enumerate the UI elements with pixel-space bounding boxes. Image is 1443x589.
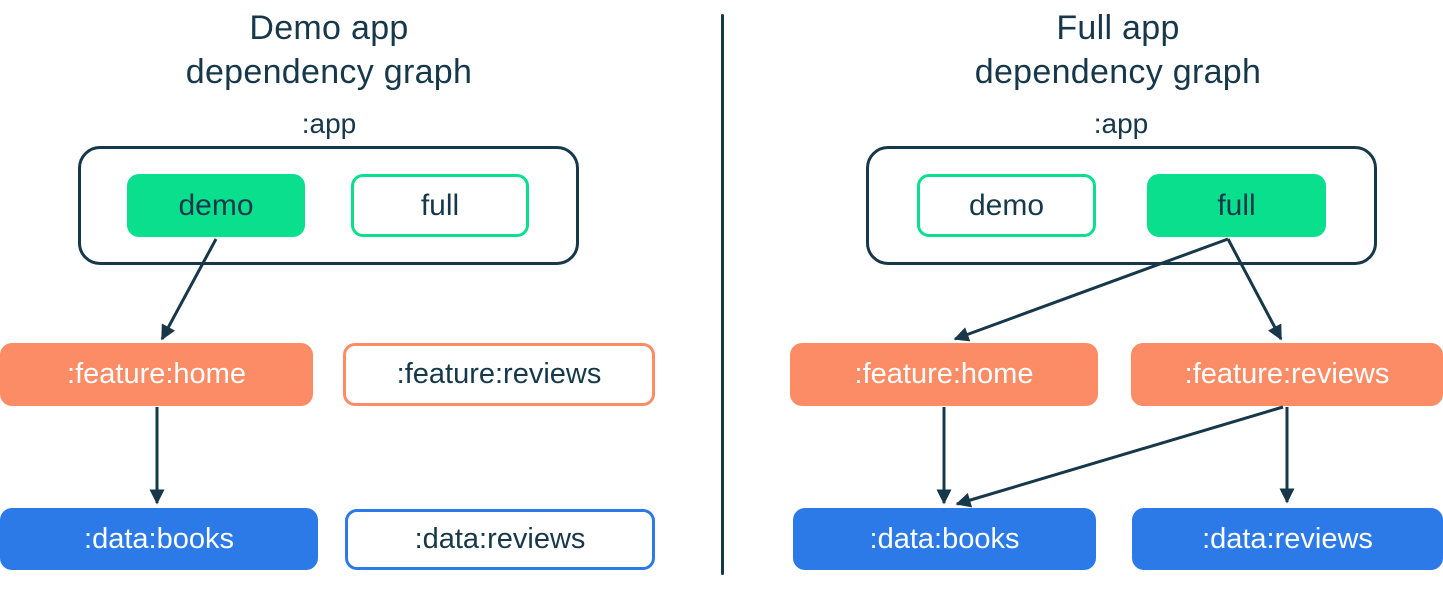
full-panel-data-books-module: :data:books xyxy=(793,508,1096,570)
demo-panel-title-line2: dependency graph xyxy=(185,53,473,91)
flavor-full-label: full xyxy=(420,188,460,222)
flavor-full-label: full xyxy=(1217,188,1256,222)
demo-panel-app-container xyxy=(78,146,579,265)
demo-panel-data-books-module: :data:books xyxy=(0,508,318,570)
full-panel-feature-reviews-module: :feature:reviews xyxy=(1131,343,1443,406)
flavor-demo-label: demo xyxy=(968,188,1045,222)
demo-panel-title-line1: Demo app xyxy=(249,9,409,47)
panel-divider xyxy=(721,14,724,575)
demo-panel-flavor-full-module: full xyxy=(351,174,529,237)
full-panel-flavor-demo-module: demo xyxy=(917,174,1096,237)
feature-home-label: :feature:home xyxy=(67,358,246,390)
full-panel-flavor-full-module: full xyxy=(1147,174,1326,237)
full-panel-title-line2: dependency graph xyxy=(974,53,1262,91)
edge-feature-reviews-to-data-books xyxy=(955,405,1284,508)
demo-panel-feature-reviews-module: :feature:reviews xyxy=(343,343,655,406)
demo-panel-title: Demo app dependency graph xyxy=(129,6,529,94)
demo-panel-data-reviews-module: :data:reviews xyxy=(345,509,655,570)
full-panel-title-line1: Full app xyxy=(1056,9,1180,47)
feature-reviews-label: :feature:reviews xyxy=(396,358,602,390)
full-panel-feature-home-module: :feature:home xyxy=(790,343,1098,406)
data-books-label: :data:books xyxy=(84,522,234,555)
full-panel-app-label: :app xyxy=(1093,108,1149,139)
demo-panel-feature-home-module: :feature:home xyxy=(0,343,313,406)
full-panel-data-reviews-module: :data:reviews xyxy=(1132,508,1443,570)
feature-home-label: :feature:home xyxy=(854,358,1034,390)
data-reviews-label: :data:reviews xyxy=(414,523,586,555)
demo-panel-app-label: :app xyxy=(301,108,357,139)
flavor-demo-label: demo xyxy=(178,188,254,222)
full-panel-title: Full app dependency graph xyxy=(918,6,1318,94)
feature-reviews-label: :feature:reviews xyxy=(1184,358,1390,390)
data-reviews-label: :data:reviews xyxy=(1202,522,1373,555)
demo-panel-flavor-demo-module: demo xyxy=(127,174,305,237)
data-books-label: :data:books xyxy=(869,522,1020,555)
